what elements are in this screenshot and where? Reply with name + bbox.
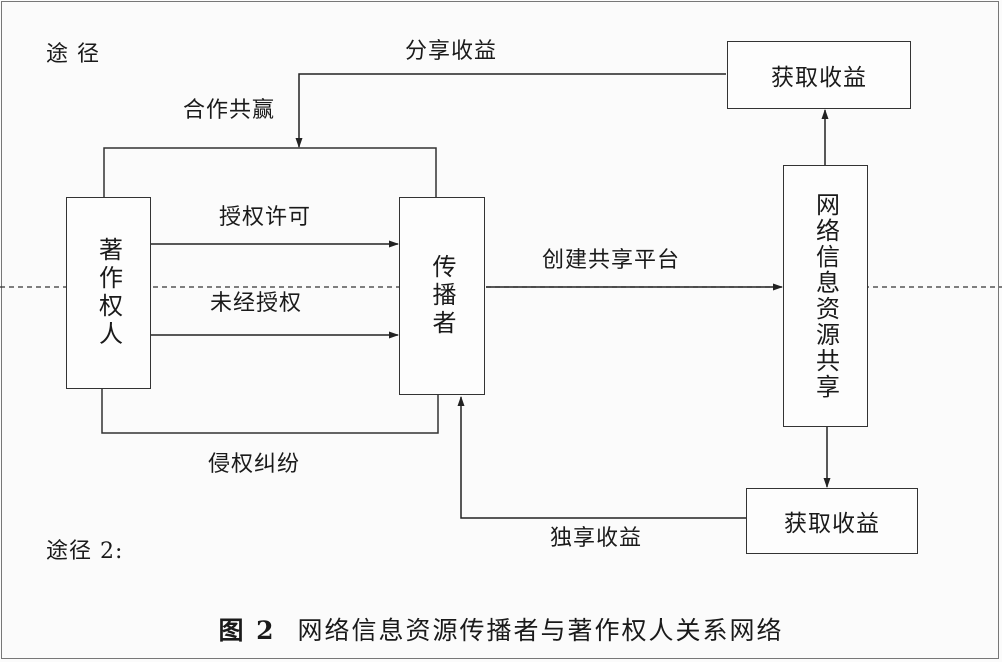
share-revenue-label: 分享收益 <box>405 39 498 64</box>
gain-top-box: 获取收益 <box>727 41 911 109</box>
exclusive-revenue-label: 独享收益 <box>550 526 643 551</box>
gain-bottom-label: 获取收益 <box>784 511 880 537</box>
figure-caption: 图 2 网络信息资源传播者与著作权人关系网络 <box>0 618 1002 643</box>
disseminator-label: 传播者 <box>428 254 456 338</box>
unauthorized-label: 未经授权 <box>210 291 303 316</box>
path-2-label: 途径 2: <box>46 539 124 564</box>
gain-bottom-box: 获取收益 <box>746 488 918 554</box>
copyright-holder-label: 著作权人 <box>94 237 123 349</box>
disseminator-box: 传播者 <box>399 197 485 395</box>
resource-sharing-box: 网络信息资源共享 <box>783 165 868 427</box>
authorized-label: 授权许可 <box>219 205 312 230</box>
gain-top-label: 获取收益 <box>771 65 867 91</box>
win-win-label: 合作共赢 <box>183 98 276 123</box>
exclusive-revenue-arrow <box>457 396 746 519</box>
win-win-connector <box>103 147 437 197</box>
create-platform-label: 创建共享平台 <box>542 248 681 273</box>
copyright-holder-box: 著作权人 <box>66 197 151 389</box>
figure-number: 图 2 <box>218 616 276 645</box>
path-1-label: 途 径 <box>46 42 100 67</box>
infringement-label: 侵权纠纷 <box>208 452 301 477</box>
infringement-connector <box>101 389 439 434</box>
resource-sharing-label: 网络信息资源共享 <box>811 192 840 400</box>
share-revenue-arrow <box>295 73 726 148</box>
figure-title: 网络信息资源传播者与著作权人关系网络 <box>297 616 784 645</box>
